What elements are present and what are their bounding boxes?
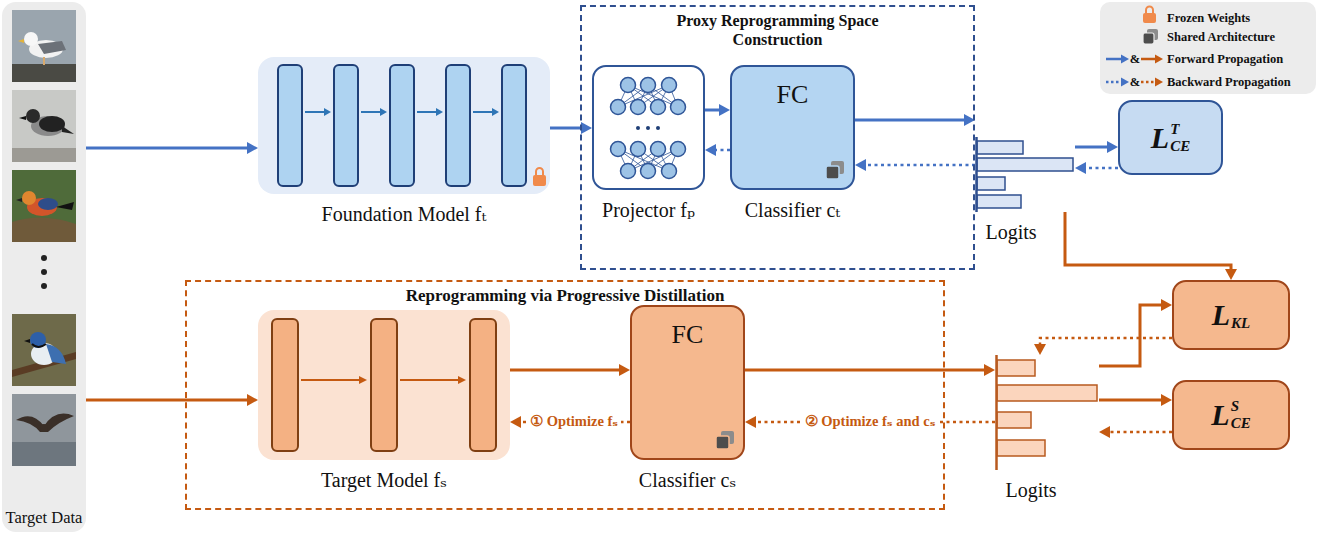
group-title: Proxy Reprogramming Space Construction xyxy=(676,12,878,48)
script-stack: KL xyxy=(1231,315,1250,332)
forward-arrow xyxy=(550,122,592,134)
forward-arrow xyxy=(745,364,995,376)
ampersand: & xyxy=(1130,52,1140,66)
loss-letter: L xyxy=(1151,123,1169,153)
legend-row: Frozen Weights xyxy=(1167,11,1250,26)
forward-arrow xyxy=(705,104,730,116)
forward-arrow xyxy=(1099,299,1172,366)
backward-arrow xyxy=(855,159,975,171)
label-holder: Classifier cₛ xyxy=(639,468,736,492)
loss-subscript: CE xyxy=(1231,415,1251,432)
loss-symbol: LSCE xyxy=(1211,398,1250,432)
node-label: Classifier cₜ xyxy=(745,199,840,221)
neural-net-icon xyxy=(592,65,705,190)
target-layers xyxy=(258,310,510,460)
legend-row: Shared Architecture xyxy=(1167,30,1275,45)
legend-text: Backward Propagation xyxy=(1167,75,1291,89)
edge-label: ② Optimize fₛ and cₛ xyxy=(805,413,936,429)
label-holder: Classifier cₜ xyxy=(745,198,840,222)
loss-letter: L xyxy=(1212,300,1230,330)
legend-text: Frozen Weights xyxy=(1167,11,1250,25)
legend-amp: & xyxy=(1130,52,1140,67)
forward-arrow xyxy=(1065,212,1237,280)
forward-arrow xyxy=(855,114,975,126)
legend-amp: & xyxy=(1130,75,1140,90)
node-label: Target Model fₛ xyxy=(321,469,447,491)
backward-arrow xyxy=(1034,338,1172,355)
loss-subscript: KL xyxy=(1231,315,1250,332)
loss-superscript: T xyxy=(1170,121,1190,138)
frozen-layers xyxy=(258,57,550,194)
label-holder: Foundation Model fₜ xyxy=(322,202,487,226)
distillation-group: Reprogramming via Progressive Distillati… xyxy=(185,280,945,510)
backward-arrow xyxy=(1099,426,1172,438)
fc-holder: FC xyxy=(632,319,743,350)
target-model: Target Model fₛ xyxy=(258,310,510,460)
logits-bars: Logits xyxy=(995,355,1099,470)
loss-holder: LKL xyxy=(1174,282,1288,348)
label-holder: ② Optimize fₛ and cₛ xyxy=(802,413,939,430)
node-label: Foundation Model fₜ xyxy=(322,203,487,225)
legend-row: Forward Propagation xyxy=(1167,52,1283,67)
loss-subscript: CE xyxy=(1170,138,1190,155)
edge-label: ① Optimize fₛ xyxy=(530,413,618,429)
node-label: Projector fₚ xyxy=(602,199,695,221)
node-label: Logits xyxy=(985,221,1036,243)
forward-arrow xyxy=(510,364,630,376)
ampersand: & xyxy=(1130,75,1140,89)
legend-text: Forward Propagation xyxy=(1167,52,1283,66)
loss-superscript: S xyxy=(1231,398,1251,415)
label-holder: Projector fₚ xyxy=(602,198,695,222)
forward-arrow xyxy=(1099,394,1172,406)
loss-symbol: LKL xyxy=(1212,299,1251,332)
classifier-box: FCClassifier cₛ xyxy=(630,305,745,460)
script-stack: TCE xyxy=(1170,121,1190,155)
loss-symbol: LTCE xyxy=(1151,121,1190,155)
classifier-box: FCClassifier cₜ xyxy=(730,65,855,190)
loss-holder: LSCE xyxy=(1174,382,1288,448)
label-holder: Logits xyxy=(985,220,1036,244)
legend-text: Shared Architecture xyxy=(1167,30,1275,44)
panel-label: Target Data xyxy=(6,508,83,527)
layer-name: FC xyxy=(672,320,704,349)
loss-letter: L xyxy=(1211,400,1229,430)
node-label: Logits xyxy=(1005,479,1056,501)
legend-row: Backward Propagation xyxy=(1167,75,1291,90)
script-stack: SCE xyxy=(1231,398,1251,432)
logits-bars: Logits xyxy=(975,137,1075,212)
loss-holder: LTCE xyxy=(1120,102,1221,173)
title-holder: Reprogramming via Progressive Distillati… xyxy=(315,286,815,306)
forward-arrow xyxy=(1075,141,1118,153)
backward-arrow xyxy=(1075,162,1118,174)
group-title: Reprogramming via Progressive Distillati… xyxy=(406,286,725,305)
logit-bars xyxy=(995,355,1099,470)
backward-arrow xyxy=(705,144,730,156)
forward-arrow xyxy=(86,142,258,154)
logit-bars xyxy=(975,137,1075,212)
foundation-model: Foundation Model fₜ xyxy=(258,57,550,194)
loss-box: LKL xyxy=(1172,280,1290,350)
loss-box: LSCE xyxy=(1172,380,1290,450)
proxy-space-group: Proxy Reprogramming Space Construction P… xyxy=(580,5,975,270)
node-label: Classifier cₛ xyxy=(639,469,736,491)
loss-box: LTCE xyxy=(1118,100,1223,175)
layer-name: FC xyxy=(777,80,809,109)
bird-photos xyxy=(2,2,86,532)
label-holder: Target Model fₛ xyxy=(321,468,447,492)
fc-holder: FC xyxy=(732,79,853,110)
forward-arrow xyxy=(86,394,258,406)
data-panel: Target Data xyxy=(2,2,86,532)
label-holder: Target Data xyxy=(2,508,86,528)
title-holder: Proxy Reprogramming Space Construction xyxy=(667,11,889,49)
label-holder: ① Optimize fₛ xyxy=(527,413,621,430)
label-holder: Logits xyxy=(1005,478,1056,502)
projector-box: Projector fₚ xyxy=(592,65,705,190)
